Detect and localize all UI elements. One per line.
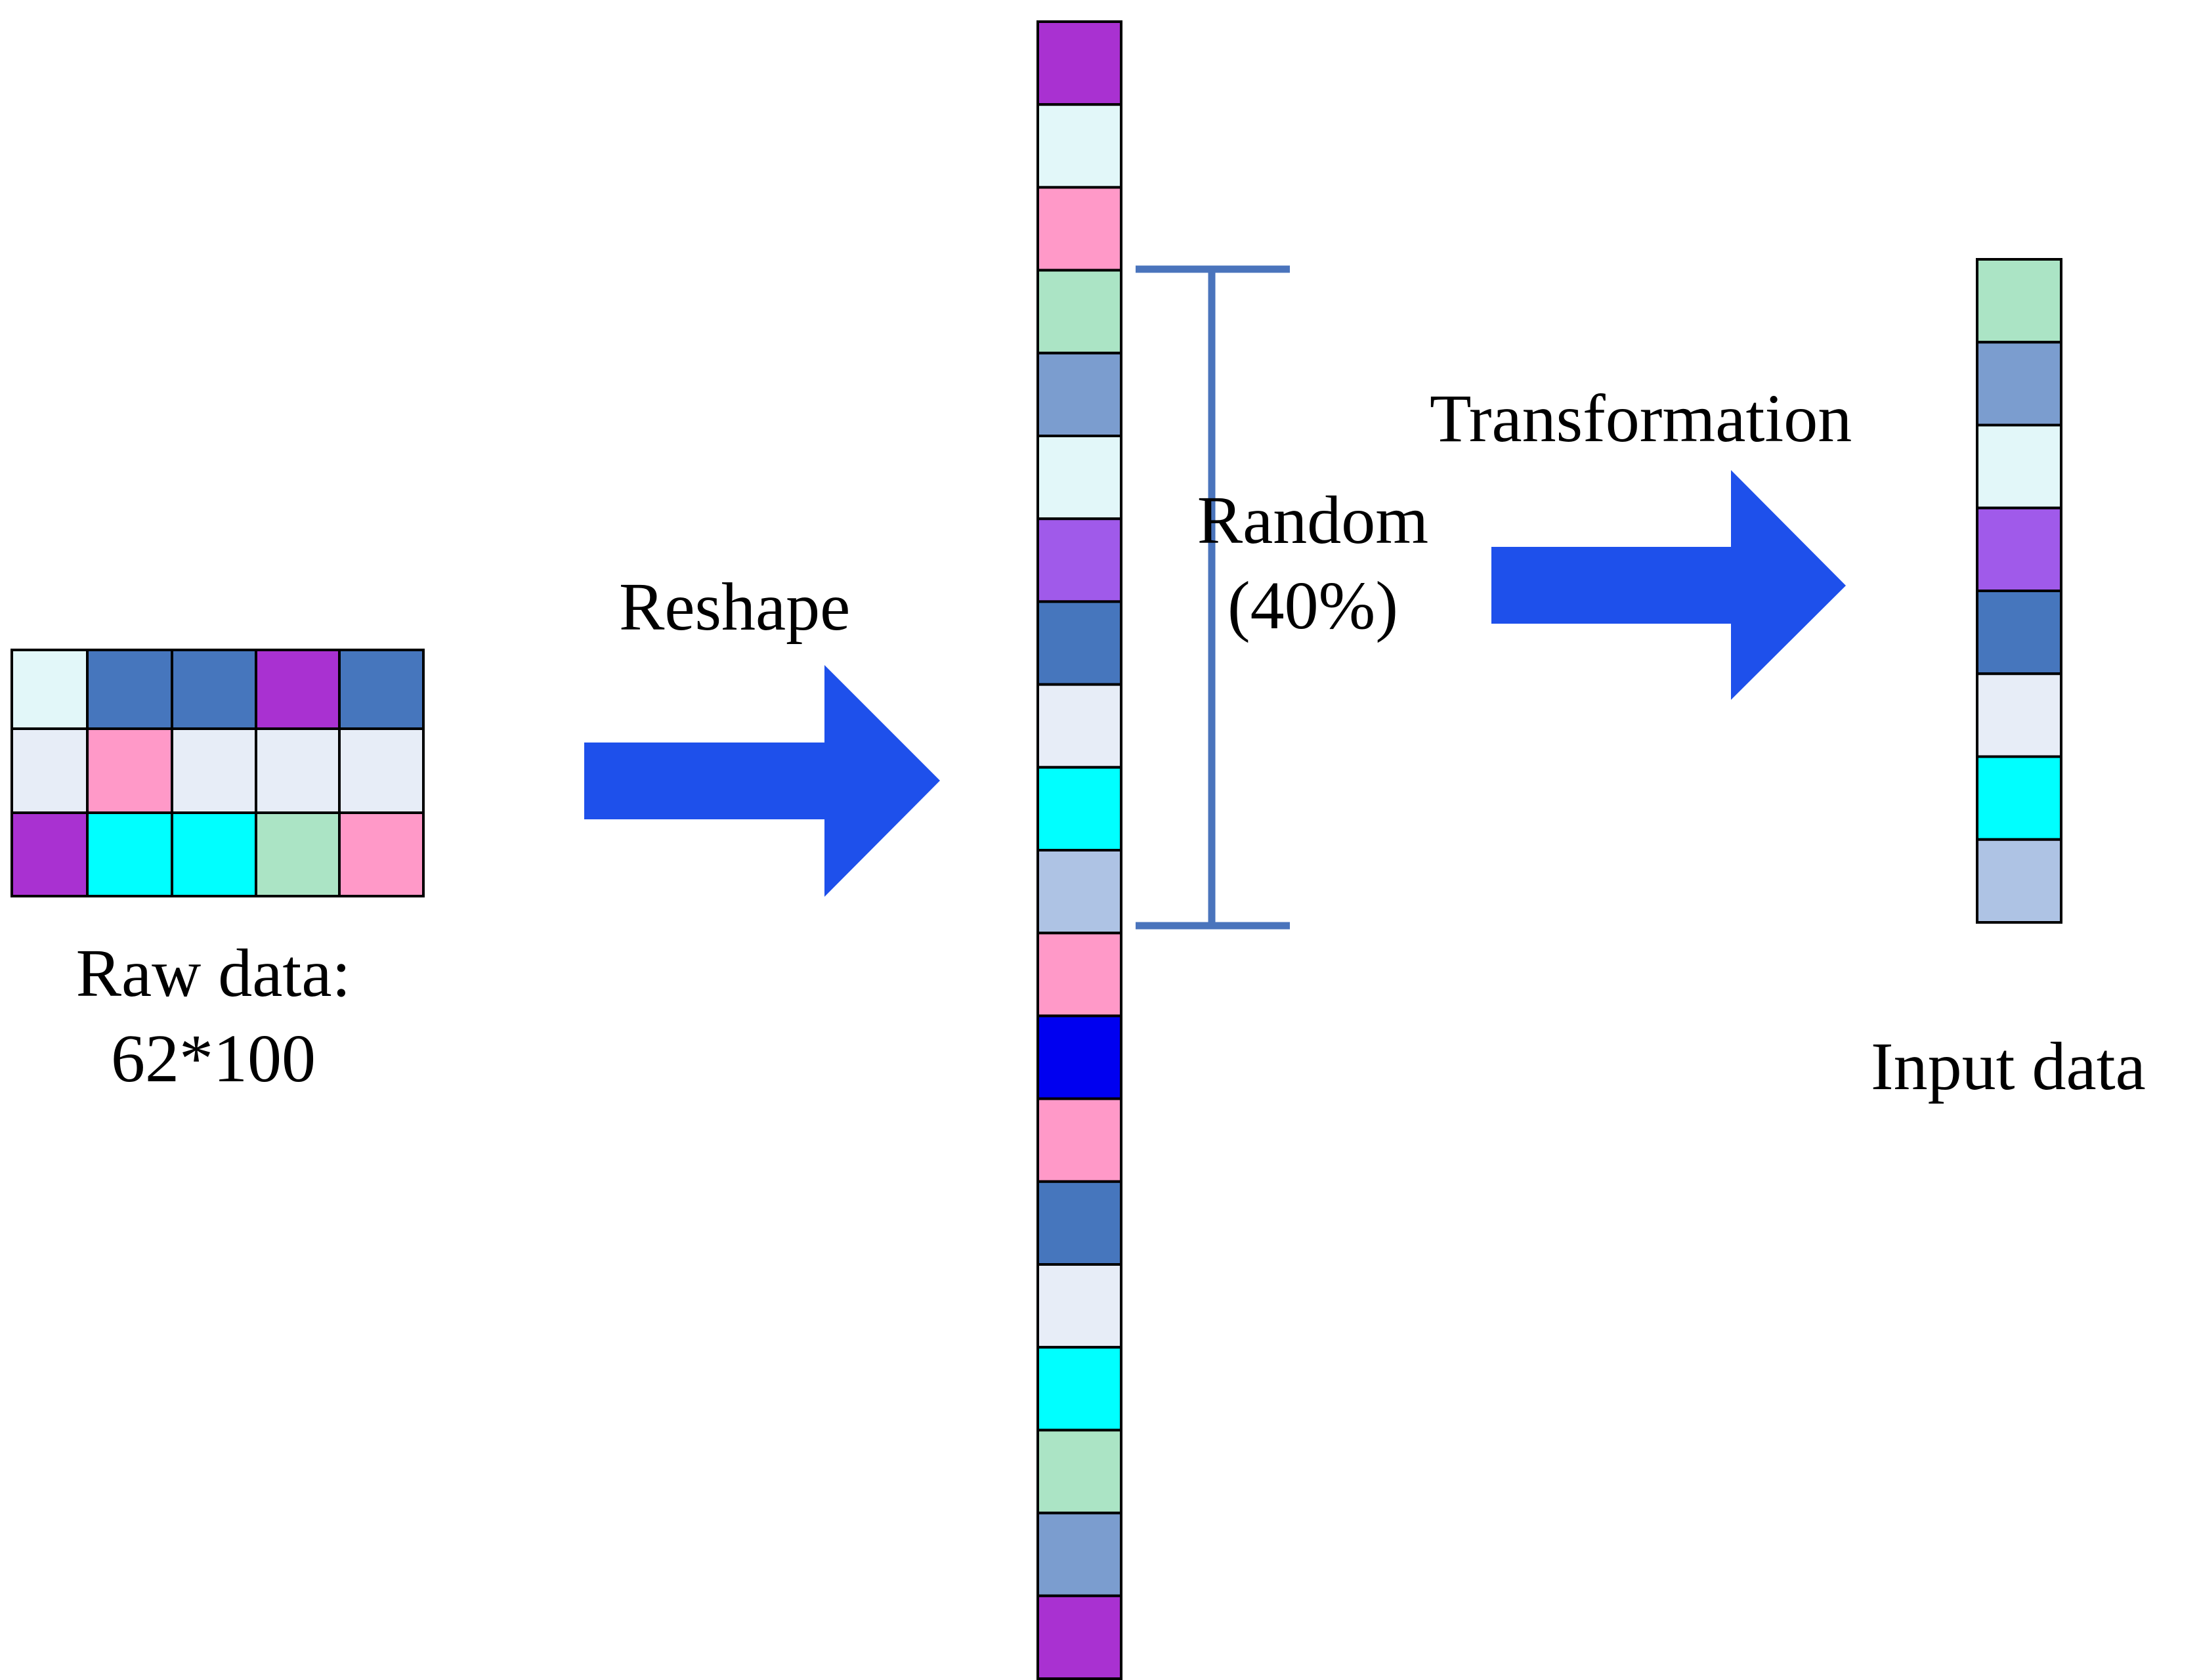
input-cell — [1976, 590, 2062, 676]
raw-data-cell — [255, 811, 341, 897]
reshaped-cell — [1036, 269, 1122, 355]
reshaped-cell — [1036, 1097, 1122, 1183]
reshaped-cell — [1036, 351, 1122, 437]
transformation-label: Transformation — [1430, 381, 1852, 456]
reshaped-cell — [1036, 849, 1122, 935]
reshaped-cell — [1036, 435, 1122, 521]
reshape-label: Reshape — [619, 569, 851, 645]
reshape-arrow — [584, 665, 940, 897]
raw-data-cell — [86, 811, 173, 897]
raw-data-cell — [338, 811, 425, 897]
raw-data-cell — [11, 649, 89, 730]
input-cell — [1976, 838, 2062, 924]
reshaped-cell — [1036, 765, 1122, 852]
reshaped-cell — [1036, 683, 1122, 769]
raw-data-cell — [338, 727, 425, 814]
reshaped-cell — [1036, 186, 1122, 272]
reshaped-cell — [1036, 1594, 1122, 1680]
raw-data-cell — [171, 727, 257, 814]
reshaped-cell — [1036, 932, 1122, 1018]
input-cell — [1976, 672, 2062, 758]
random-label: Random (40%) — [1165, 478, 1461, 649]
reshaped-cell — [1036, 20, 1122, 106]
input-cell — [1976, 755, 2062, 841]
raw-data-title: Raw data: — [75, 936, 351, 1011]
input-cell — [1976, 341, 2062, 427]
random-title: Random — [1197, 483, 1429, 558]
raw-data-cell — [338, 649, 425, 730]
reshaped-cell — [1036, 1511, 1122, 1597]
reshaped-cell — [1036, 103, 1122, 189]
reshaped-cell — [1036, 1180, 1122, 1266]
random-selection-bracket — [1136, 265, 1290, 930]
input-cell — [1976, 506, 2062, 592]
reshaped-cell — [1036, 1263, 1122, 1349]
raw-data-cell — [11, 727, 89, 814]
raw-data-cell — [171, 649, 257, 730]
input-data-column — [1976, 258, 2062, 924]
transformation-arrow — [1491, 470, 1846, 700]
raw-data-grid — [11, 649, 425, 897]
input-cell — [1976, 423, 2062, 509]
random-percent: (40%) — [1228, 568, 1398, 643]
raw-data-size: 62*100 — [111, 1021, 316, 1096]
reshaped-cell — [1036, 600, 1122, 686]
input-data-label: Input data — [1871, 1029, 2146, 1104]
raw-data-cell — [255, 649, 341, 730]
reshaped-cell — [1036, 1014, 1122, 1100]
reshaped-cell — [1036, 1429, 1122, 1515]
input-cell — [1976, 258, 2062, 344]
reshaped-cell — [1036, 517, 1122, 603]
raw-data-cell — [255, 727, 341, 814]
raw-data-label: Raw data: 62*100 — [0, 931, 427, 1102]
raw-data-cell — [11, 811, 89, 897]
raw-data-cell — [86, 727, 173, 814]
reshaped-cell — [1036, 1346, 1122, 1432]
raw-data-cell — [171, 811, 257, 897]
reshaped-vector-column — [1036, 20, 1122, 1680]
raw-data-cell — [86, 649, 173, 730]
